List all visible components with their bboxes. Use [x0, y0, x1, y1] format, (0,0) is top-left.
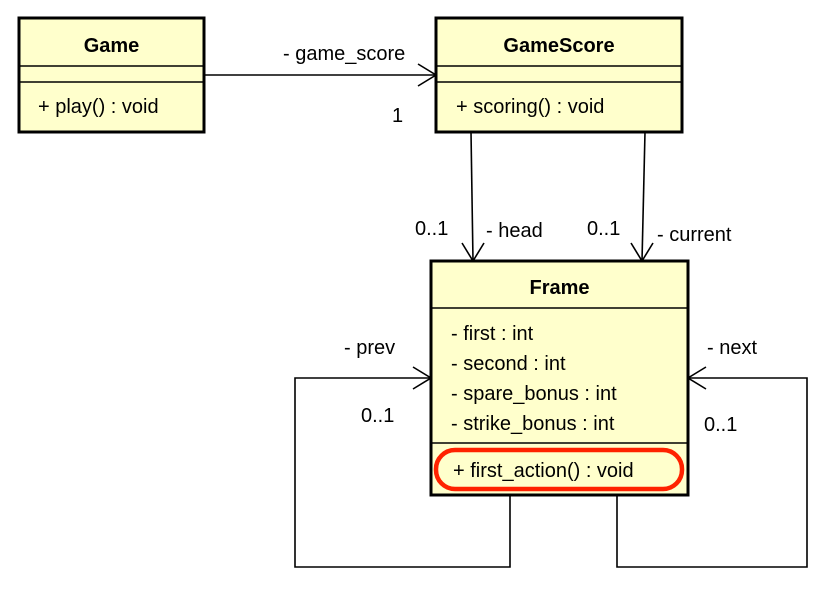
association-line-head: [470, 131, 474, 262]
role-label-next: - next: [707, 337, 757, 359]
class-gamescore-box: [434, 16, 684, 134]
class-frame-method: + first_action() : void: [453, 460, 634, 482]
class-gamescore-title: GameScore: [503, 35, 614, 57]
method-highlight-oval: [433, 447, 685, 492]
association-line-prev: [294, 377, 511, 568]
association-current: - current 0..1: [587, 131, 732, 263]
association-line-next: [616, 377, 808, 568]
class-game-method: + play() : void: [38, 96, 159, 118]
class-gamescore-method: + scoring() : void: [456, 96, 604, 118]
multiplicity-label-head: 0..1: [415, 218, 448, 240]
class-frame-attr-second: - second : int: [451, 353, 566, 375]
class-frame-title: Frame: [529, 277, 589, 299]
class-gamescore[interactable]: GameScore + scoring() : void: [434, 16, 684, 134]
multiplicity-label-next: 0..1: [704, 414, 737, 436]
association-prev: - prev 0..1: [294, 337, 511, 568]
class-game-box: [17, 16, 206, 134]
class-frame-attr-first: - first : int: [451, 323, 534, 345]
role-label-current: - current: [657, 224, 732, 246]
arrowhead-game-score: [417, 63, 438, 87]
arrowhead-head: [461, 242, 485, 263]
multiplicity-label-prev: 0..1: [361, 405, 394, 427]
association-game-score: - game_score 1: [204, 43, 438, 127]
role-label-head: - head: [486, 220, 543, 242]
class-game[interactable]: Game + play() : void: [17, 16, 206, 134]
class-frame-attr-strike-bonus: - strike_bonus : int: [451, 413, 615, 435]
role-label-game-score: - game_score: [283, 43, 405, 65]
multiplicity-label-current: 0..1: [587, 218, 620, 240]
arrowhead-next: [686, 366, 707, 390]
class-frame-attr-spare-bonus: - spare_bonus : int: [451, 383, 617, 405]
association-line-current: [641, 131, 646, 262]
role-label-prev: - prev: [344, 337, 395, 359]
arrowhead-current: [630, 242, 654, 263]
class-frame[interactable]: Frame - first : int - second : int - spa…: [429, 259, 690, 497]
arrowhead-prev: [412, 366, 433, 390]
association-head: - head 0..1: [415, 131, 543, 263]
class-game-title: Game: [84, 35, 140, 57]
association-next: - next 0..1: [616, 337, 808, 568]
multiplicity-label-game-score: 1: [392, 105, 403, 127]
class-frame-box: [429, 259, 690, 497]
